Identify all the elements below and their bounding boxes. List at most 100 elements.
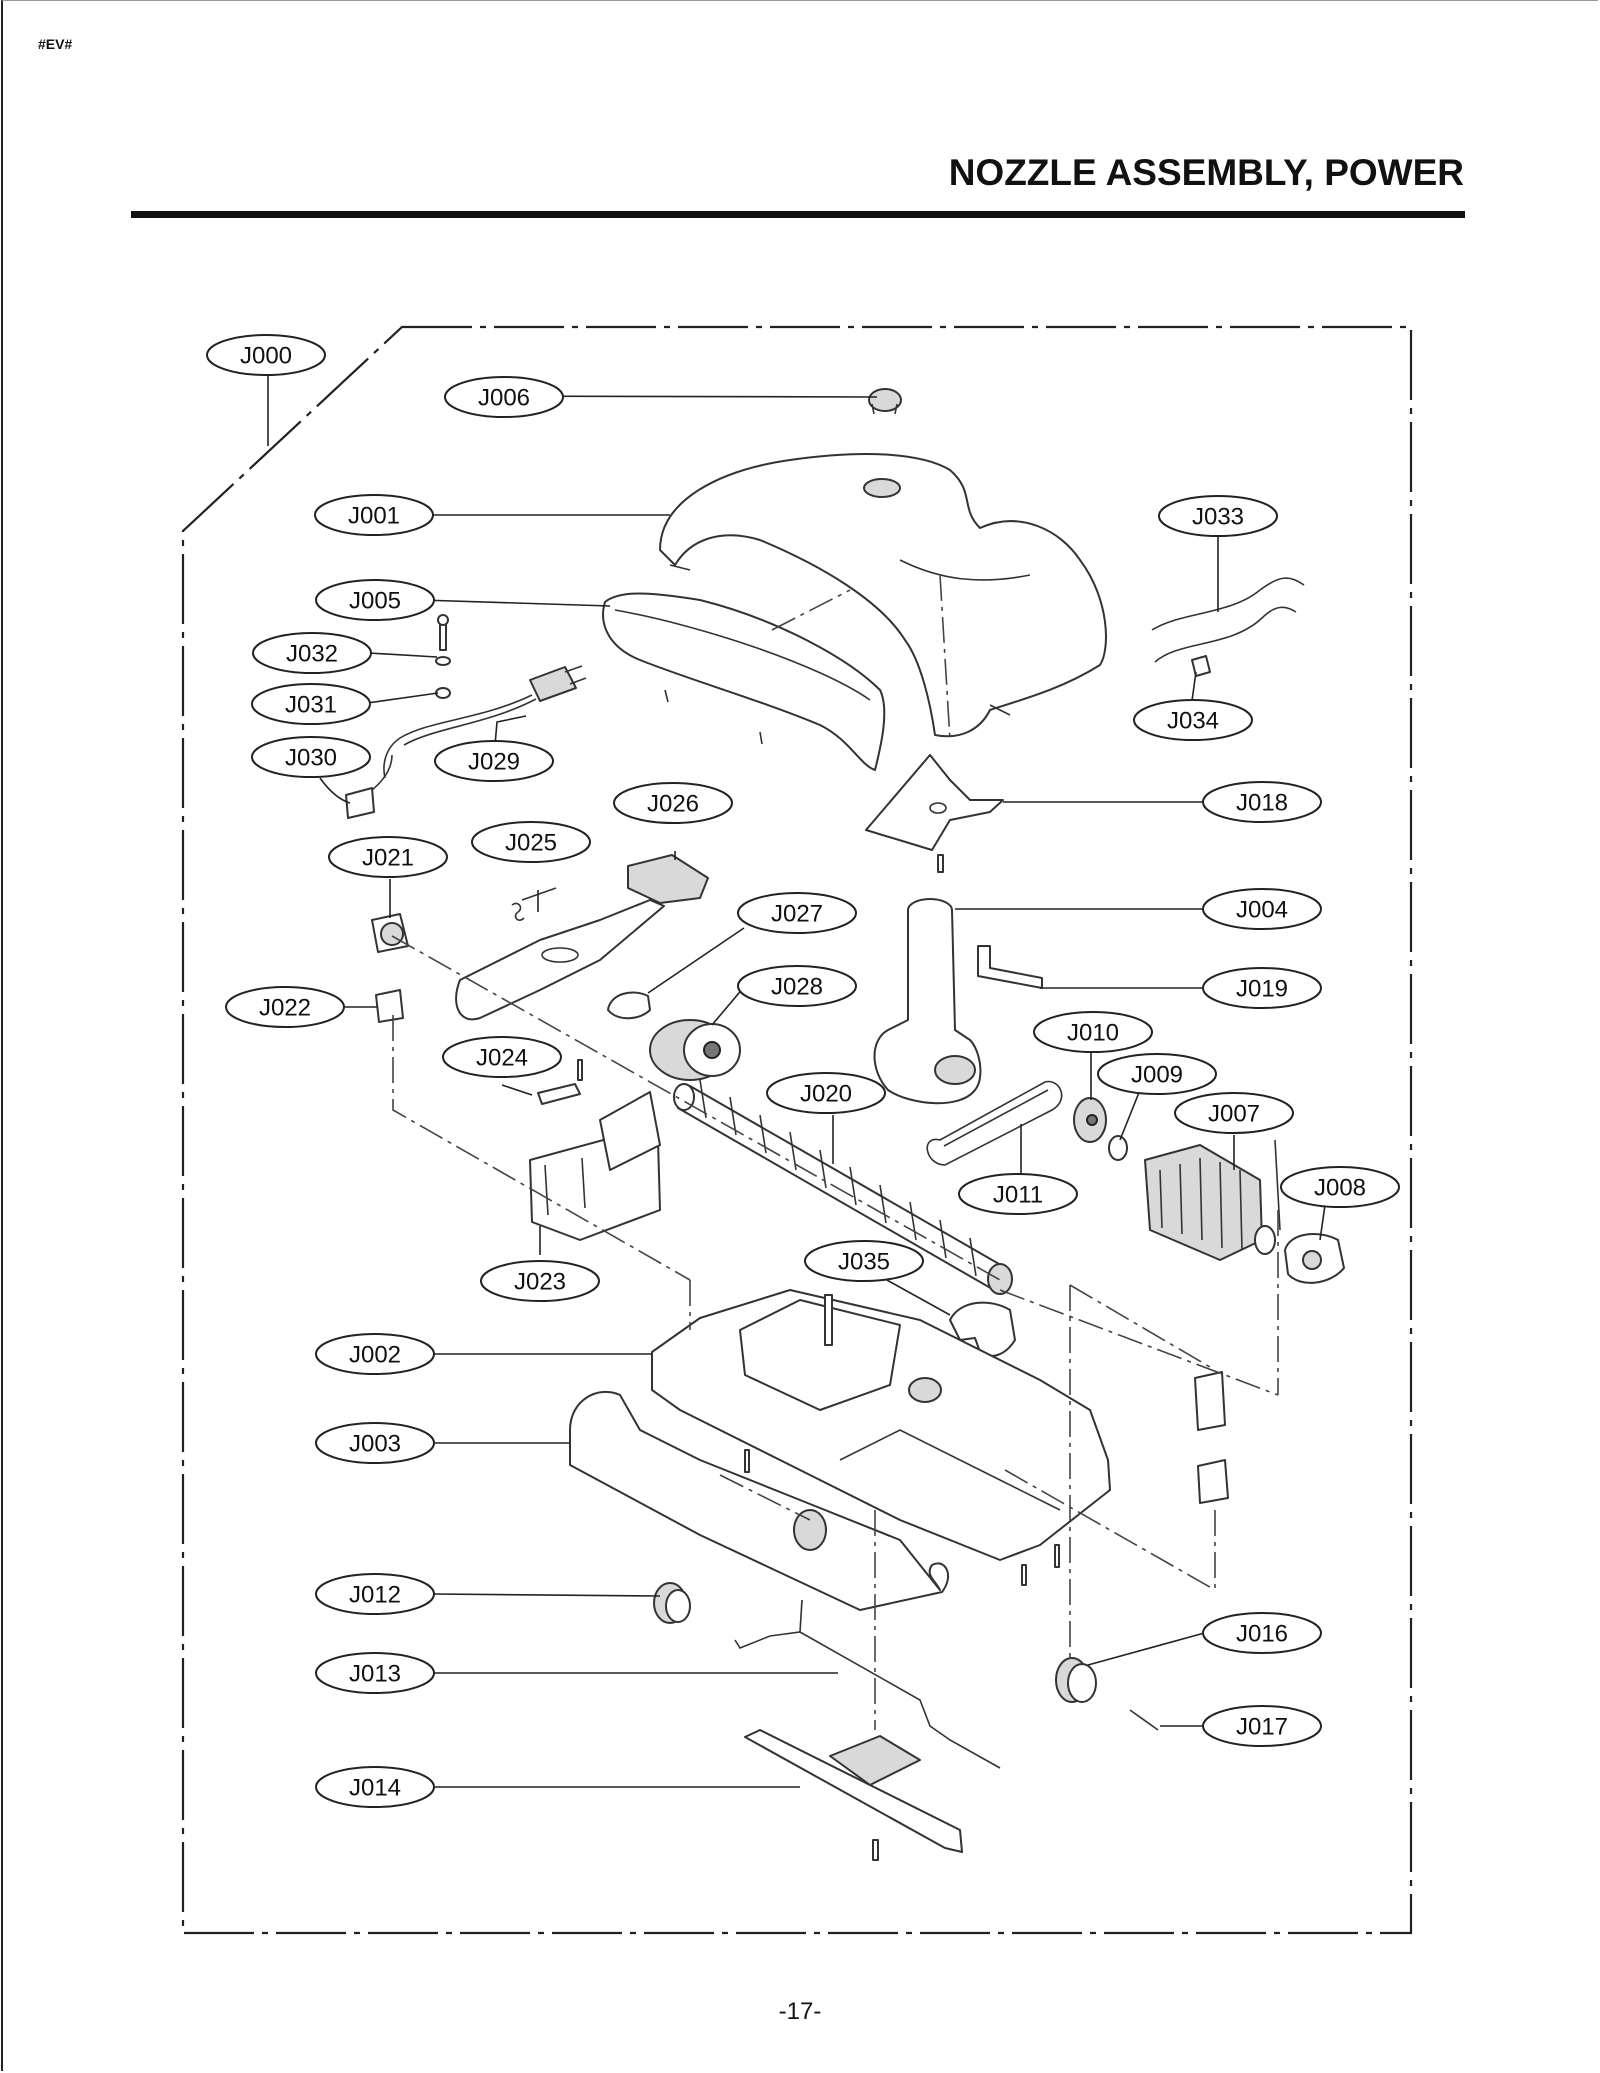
callout-j021-text: J021 bbox=[362, 845, 414, 872]
part-j010-pulley bbox=[1073, 1097, 1107, 1143]
callout-j006-text: J006 bbox=[478, 385, 530, 412]
callout-j011: J011 bbox=[958, 1173, 1078, 1215]
callout-j022-text: J022 bbox=[259, 995, 311, 1022]
callout-j028: J028 bbox=[737, 965, 857, 1007]
callout-j019: J019 bbox=[1202, 967, 1322, 1009]
callout-j009: J009 bbox=[1097, 1053, 1217, 1095]
page-title: NOZZLE ASSEMBLY, POWER bbox=[948, 152, 1464, 193]
callout-j025: J025 bbox=[471, 821, 591, 863]
callout-j018: J018 bbox=[1202, 781, 1322, 823]
callout-j027-text: J027 bbox=[771, 901, 823, 928]
callout-j035-text: J035 bbox=[838, 1249, 890, 1276]
part-j008-end-bracket bbox=[1284, 1233, 1345, 1284]
part-j024-bracket bbox=[537, 1059, 583, 1105]
callout-j013-text: J013 bbox=[349, 1661, 401, 1688]
callout-j000-text: J000 bbox=[240, 343, 292, 370]
callout-j033-text: J033 bbox=[1192, 504, 1244, 531]
callout-j023-text: J023 bbox=[514, 1269, 566, 1296]
callout-j008: J008 bbox=[1280, 1166, 1400, 1208]
callout-j026: J026 bbox=[613, 782, 733, 824]
part-j026-pedal bbox=[455, 854, 709, 1021]
callout-j012: J012 bbox=[315, 1573, 435, 1615]
callout-j010: J010 bbox=[1033, 1011, 1153, 1053]
part-j031-washer bbox=[435, 687, 451, 699]
callout-j002: J002 bbox=[315, 1333, 435, 1375]
part-j011-drive-belt bbox=[926, 1080, 1063, 1166]
part-j005-bumper bbox=[602, 592, 886, 771]
callout-j005: J005 bbox=[315, 579, 435, 621]
callout-j021: J021 bbox=[328, 836, 448, 878]
part-j013-axle bbox=[734, 1599, 1001, 1769]
callout-j004: J004 bbox=[1202, 888, 1322, 930]
callout-j020: J020 bbox=[766, 1072, 886, 1114]
callout-j003: J003 bbox=[315, 1422, 435, 1464]
callout-j001-text: J001 bbox=[348, 503, 400, 530]
callout-j005-text: J005 bbox=[349, 588, 401, 615]
part-j025-spring bbox=[511, 887, 557, 921]
callout-j013: J013 bbox=[315, 1652, 435, 1694]
callout-j032-text: J032 bbox=[286, 641, 338, 668]
part-j009-pulley bbox=[1108, 1135, 1128, 1161]
page-number: -17- bbox=[778, 1998, 822, 2025]
callout-j022: J022 bbox=[225, 986, 345, 1028]
part-j007-motor bbox=[1144, 1139, 1281, 1261]
part-j019-clip bbox=[977, 945, 1043, 989]
part-j033-wire bbox=[1151, 577, 1305, 663]
callout-j035: J035 bbox=[804, 1240, 924, 1282]
callout-j031-text: J031 bbox=[285, 692, 337, 719]
callout-j023: J023 bbox=[480, 1260, 600, 1302]
callout-j028-text: J028 bbox=[771, 974, 823, 1001]
callout-j018-text: J018 bbox=[1236, 790, 1288, 817]
title-rule bbox=[131, 211, 1465, 218]
part-j020-brush-roll bbox=[673, 1079, 1013, 1295]
callout-j017-text: J017 bbox=[1236, 1714, 1288, 1741]
part-base-screws bbox=[744, 1449, 1060, 1586]
part-j006-cap bbox=[868, 388, 902, 415]
callout-j016-text: J016 bbox=[1236, 1621, 1288, 1648]
callout-j007: J007 bbox=[1174, 1092, 1294, 1134]
part-j029-power-cord bbox=[383, 665, 587, 779]
callout-j016: J016 bbox=[1202, 1612, 1322, 1654]
part-side-clip-upper bbox=[1194, 1371, 1226, 1431]
callout-j033: J033 bbox=[1158, 495, 1278, 537]
callout-j006: J006 bbox=[444, 376, 564, 418]
callout-j024-text: J024 bbox=[476, 1045, 528, 1072]
callout-j025-text: J025 bbox=[505, 830, 557, 857]
part-j023-belt-guard bbox=[529, 1091, 661, 1241]
callout-j012-text: J012 bbox=[349, 1582, 401, 1609]
part-j004-neck-tube bbox=[873, 898, 982, 1105]
callout-j019-text: J019 bbox=[1236, 976, 1288, 1003]
assembly-boundary bbox=[181, 325, 1413, 1935]
callout-j002-text: J002 bbox=[349, 1342, 401, 1369]
part-j017-axle-pin bbox=[1129, 1709, 1159, 1731]
part-j034-connector bbox=[1191, 655, 1211, 677]
callout-j000: J000 bbox=[206, 334, 326, 376]
callout-j034: J034 bbox=[1133, 699, 1253, 741]
part-j032-screw bbox=[435, 614, 451, 666]
part-j027-cam bbox=[607, 991, 651, 1020]
callout-j032: J032 bbox=[252, 632, 372, 674]
callout-j001: J001 bbox=[314, 494, 434, 536]
part-j018-hinge-bracket bbox=[865, 754, 1004, 873]
callout-j007-text: J007 bbox=[1208, 1101, 1260, 1128]
callout-j017: J017 bbox=[1202, 1705, 1322, 1747]
callout-j024: J024 bbox=[442, 1036, 562, 1078]
callout-j020-text: J020 bbox=[800, 1081, 852, 1108]
callout-j029: J029 bbox=[434, 740, 554, 782]
callout-j014-text: J014 bbox=[349, 1775, 401, 1802]
callout-j029-text: J029 bbox=[468, 749, 520, 776]
part-j028-wheel bbox=[649, 1019, 741, 1081]
callout-j014: J014 bbox=[315, 1766, 435, 1808]
callout-j009-text: J009 bbox=[1131, 1062, 1183, 1089]
part-j030-clamp bbox=[345, 754, 393, 819]
callout-j026-text: J026 bbox=[647, 791, 699, 818]
callout-j008-text: J008 bbox=[1314, 1175, 1366, 1202]
part-j003-bottom-frame bbox=[569, 1390, 949, 1611]
callout-j004-text: J004 bbox=[1236, 897, 1288, 924]
callout-j027: J027 bbox=[737, 892, 857, 934]
callout-j031: J031 bbox=[251, 683, 371, 725]
part-j016-rear-wheel bbox=[1055, 1657, 1097, 1703]
part-j001-top-cover bbox=[659, 453, 1107, 738]
